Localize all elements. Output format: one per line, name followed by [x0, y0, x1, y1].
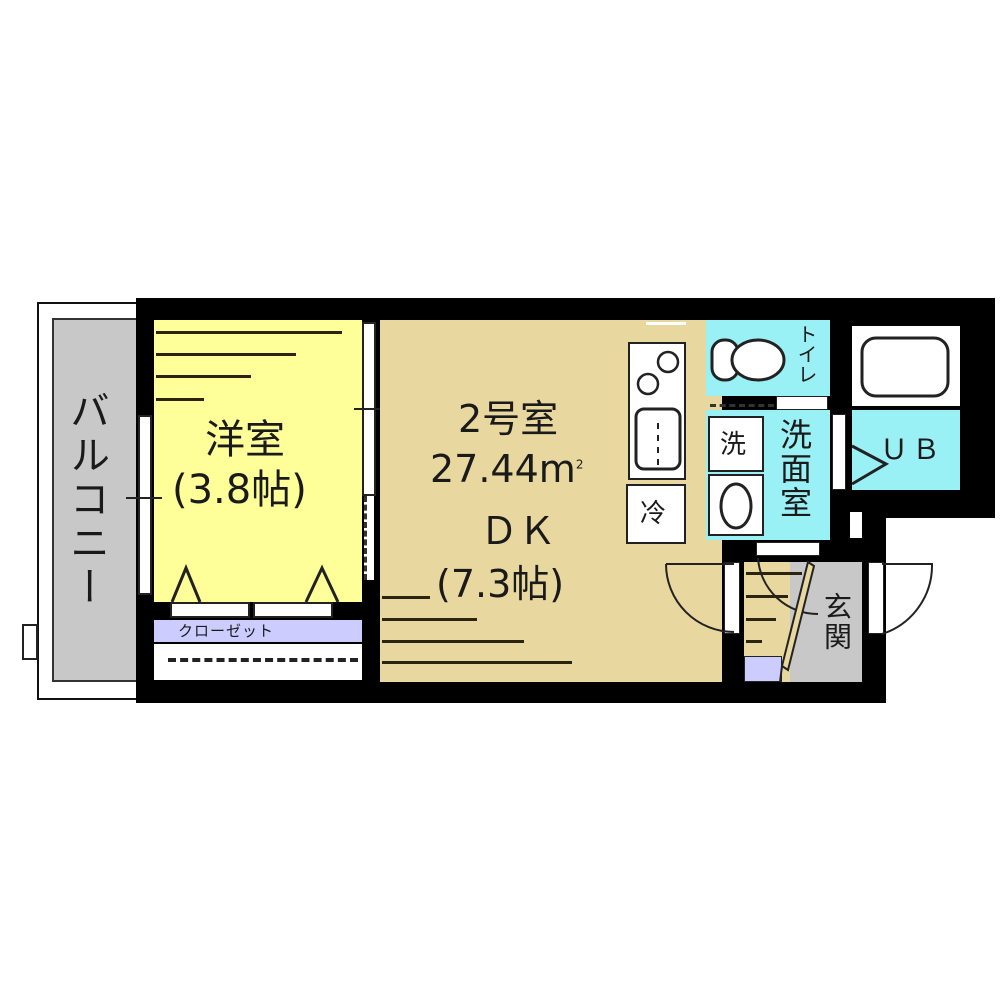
shoe-rack-icon [779, 560, 816, 683]
door-divider [354, 408, 384, 410]
door-swing-icon [665, 563, 735, 633]
washer [708, 416, 764, 472]
floor-line [746, 595, 788, 598]
washer-label: 洗 [720, 430, 747, 460]
fridge-label: 冷 [640, 499, 667, 529]
basin [708, 474, 764, 536]
unit-label: 2号室 [458, 397, 559, 441]
western-room [154, 320, 362, 602]
western-room-label: 洋室 [205, 417, 285, 463]
floor-line [382, 640, 524, 643]
dk-area: 27.44m2 [430, 450, 583, 488]
closet-door-right[interactable] [253, 602, 333, 618]
floor-line [746, 618, 776, 621]
washroom-label: 洗面室 [775, 418, 813, 520]
balcony-label: バルコニー [63, 390, 109, 610]
closet-door-left[interactable] [170, 602, 250, 618]
kitchen-top-wall-line [646, 322, 686, 325]
sliding-door-track [364, 496, 374, 580]
entrance-door[interactable] [868, 562, 884, 634]
floor-line [382, 661, 572, 664]
floor-line [156, 398, 204, 401]
entrance-door-swing-icon [881, 563, 934, 635]
toilet-label: トイレ [794, 324, 818, 384]
shoe-cabinet [744, 656, 782, 682]
washroom-dashed [710, 404, 774, 407]
floor-line [382, 618, 477, 621]
bath-door[interactable] [832, 414, 846, 490]
balcony-drain [22, 624, 38, 660]
area-value: 27.44m [430, 447, 576, 491]
dk-room-ext [625, 560, 722, 682]
toilet-door[interactable] [776, 396, 828, 410]
closet-rail [168, 658, 358, 662]
area-sup: 2 [575, 457, 584, 472]
washroom-door-swing-icon [757, 557, 819, 616]
closet-shelf [154, 644, 362, 680]
closet-door-swing-icon [170, 564, 340, 603]
floor-line [746, 640, 762, 643]
fridge [626, 484, 686, 544]
toilet-icon [710, 338, 786, 382]
bathtub-icon [860, 336, 950, 398]
bath-wet-area [852, 410, 960, 490]
closet [154, 620, 362, 642]
balcony [52, 318, 140, 682]
western-room-size: (3.8帖) [172, 467, 307, 513]
window-divider [126, 497, 162, 499]
bath-door-swing-icon [851, 444, 890, 486]
washroom-door[interactable] [756, 542, 820, 556]
entrance-label: 玄関 [820, 592, 853, 652]
floor-line [382, 596, 430, 599]
stove-icon [636, 350, 680, 396]
floor-line [746, 572, 802, 575]
sink-icon [634, 407, 682, 471]
vent [850, 512, 862, 538]
dk-label: ＤＫ [480, 509, 557, 553]
floor-line [156, 331, 342, 334]
floor-line [156, 375, 251, 378]
floor-line [156, 353, 296, 356]
dk-size: (7.3帖) [436, 562, 565, 606]
closet-label: クローゼット [178, 622, 275, 640]
basin-icon [719, 482, 753, 530]
bath-label: ＵＢ [880, 433, 945, 466]
dk-door[interactable] [724, 562, 740, 634]
balcony-window[interactable] [138, 415, 152, 595]
